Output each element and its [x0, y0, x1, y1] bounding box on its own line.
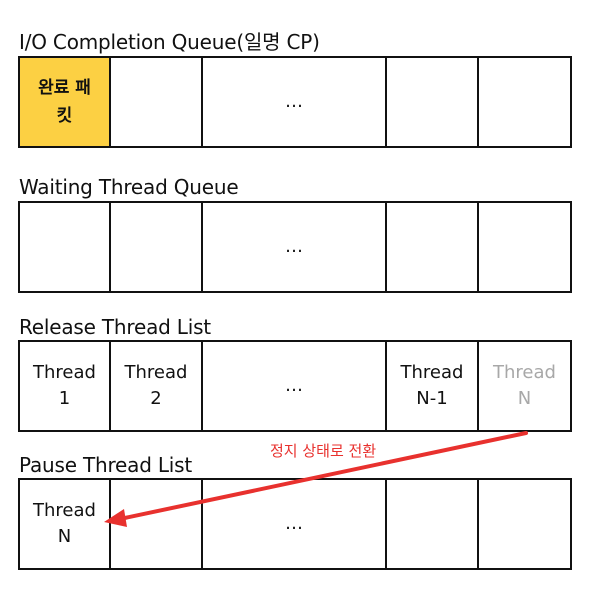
queue-cell	[479, 480, 570, 568]
thread-cell: Thread N-1	[387, 342, 479, 430]
ellipsis-cell: …	[203, 342, 387, 430]
thread-cell: Thread 1	[20, 342, 111, 430]
thread-number: N-1	[416, 388, 448, 409]
waiting-thread-queue: …	[18, 201, 572, 293]
ellipsis-text: …	[285, 513, 303, 534]
thread-label: Thread	[493, 362, 556, 383]
release-thread-list: Thread 1 Thread 2 … Thread N-1 Thread N	[18, 340, 572, 432]
thread-number: N	[517, 388, 532, 409]
queue-cell	[387, 480, 479, 568]
waiting-thread-queue-title: Waiting Thread Queue	[19, 175, 239, 199]
io-completion-queue-title: I/O Completion Queue(일명 CP)	[19, 30, 320, 54]
transition-label: 정지 상태로 전환	[270, 442, 377, 460]
thread-cell: Thread 2	[111, 342, 203, 430]
queue-cell	[111, 203, 203, 291]
queue-cell	[387, 203, 479, 291]
queue-cell	[387, 58, 479, 146]
pause-thread-list-title: Pause Thread List	[19, 453, 193, 477]
pause-thread-list: Thread N …	[18, 478, 572, 570]
release-thread-list-title: Release Thread List	[19, 315, 211, 339]
queue-cell	[111, 58, 203, 146]
queue-cell	[20, 203, 111, 291]
queue-cell	[479, 58, 570, 146]
completion-packet-cell: 완료 패 킷	[20, 58, 111, 146]
ellipsis-text: …	[285, 236, 303, 257]
cell-text-line2: 킷	[56, 106, 73, 126]
thread-number: 1	[58, 388, 71, 409]
ellipsis-cell: …	[203, 203, 387, 291]
thread-label: Thread	[33, 362, 96, 383]
thread-number: N	[57, 526, 72, 547]
queue-cell	[479, 203, 570, 291]
ellipsis-text: …	[285, 91, 303, 112]
thread-n-target-cell: Thread N	[20, 480, 111, 568]
thread-n-source-cell: Thread N	[479, 342, 570, 430]
cell-text-line1: 완료 패	[38, 78, 91, 98]
ellipsis-cell: …	[203, 480, 387, 568]
ellipsis-cell: …	[203, 58, 387, 146]
thread-label: Thread	[33, 500, 96, 521]
thread-number: 2	[150, 388, 162, 409]
ellipsis-text: …	[285, 375, 303, 396]
queue-cell	[111, 480, 203, 568]
thread-label: Thread	[124, 362, 188, 383]
thread-label: Thread	[400, 362, 464, 383]
io-completion-queue: 완료 패 킷 …	[18, 56, 572, 148]
